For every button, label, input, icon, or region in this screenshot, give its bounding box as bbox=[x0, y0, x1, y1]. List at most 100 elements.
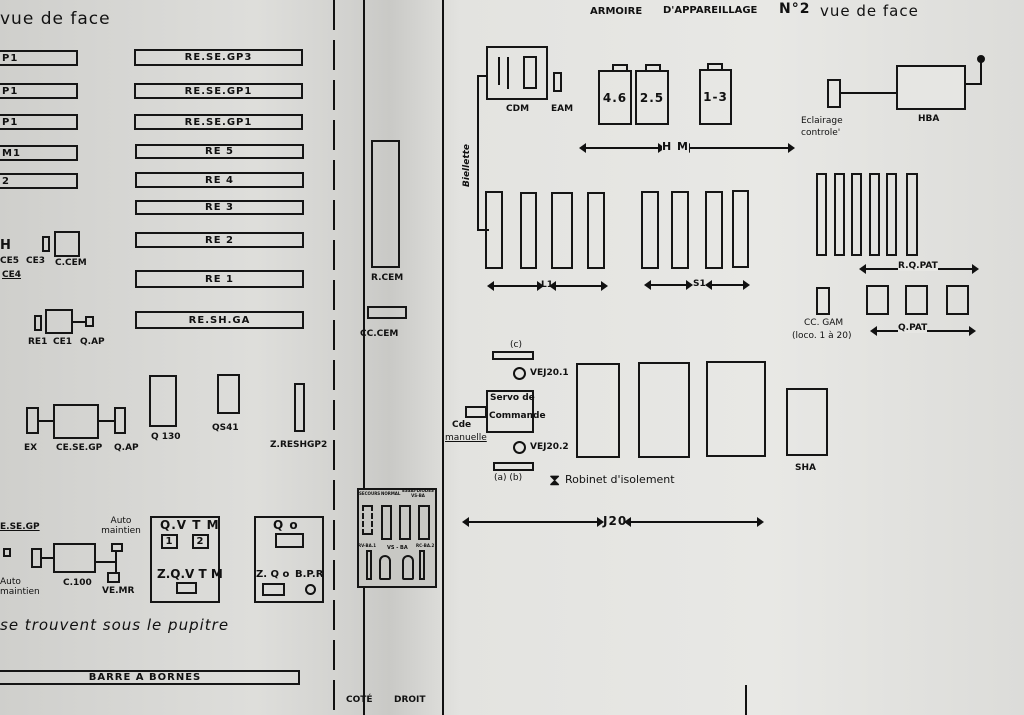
label-qap: Q.AP bbox=[80, 337, 105, 347]
c100-box bbox=[53, 543, 96, 573]
cdm-box bbox=[486, 46, 548, 100]
label-manuelle: manuelle bbox=[445, 433, 487, 443]
connector bbox=[39, 420, 54, 422]
title-armoire: ARMOIRE bbox=[590, 6, 643, 17]
connector bbox=[115, 550, 117, 572]
s1-contactor bbox=[732, 190, 749, 268]
zqvtm-box bbox=[176, 582, 197, 594]
auto-maintien-box bbox=[111, 543, 123, 552]
bar-re-se-gp1: RE.SE.GP1 bbox=[134, 83, 303, 99]
qpat-box bbox=[866, 285, 889, 315]
switch-secours bbox=[362, 505, 373, 535]
valve-icon bbox=[513, 367, 526, 380]
label-qvtm: Q.V T M bbox=[160, 518, 220, 532]
s1-contactor bbox=[641, 191, 659, 269]
tick-mark bbox=[745, 685, 747, 715]
divider bbox=[363, 0, 365, 715]
connector bbox=[73, 321, 85, 323]
label-vej202: VEJ20.2 bbox=[530, 442, 569, 452]
dashed-divider bbox=[333, 0, 335, 715]
label-bpr: B.P.R bbox=[295, 569, 324, 580]
re1-box bbox=[34, 315, 42, 331]
title-vue-de-face: vue de face bbox=[820, 2, 919, 20]
switch-essai bbox=[418, 505, 430, 540]
hba-lever bbox=[980, 60, 982, 85]
qs41-box bbox=[217, 374, 240, 414]
connector bbox=[99, 420, 114, 422]
j20-contactor bbox=[638, 362, 690, 458]
hba-box bbox=[896, 65, 966, 110]
switch-vs-ba bbox=[399, 505, 411, 540]
label-cccem: CC.CEM bbox=[360, 329, 399, 339]
label-qo: Q o bbox=[273, 518, 299, 532]
label-servo-2: Commande bbox=[489, 411, 546, 421]
diode-icon bbox=[402, 555, 414, 580]
servo-box bbox=[486, 390, 534, 433]
label-sha: SHA bbox=[795, 463, 816, 473]
zreshgp2-box bbox=[294, 383, 305, 432]
label-normal: NORMAL bbox=[381, 491, 401, 496]
partial-bar: P1 bbox=[0, 83, 78, 99]
qo-box bbox=[275, 533, 304, 548]
component-box bbox=[31, 548, 42, 568]
valve-bar-ab bbox=[493, 462, 534, 471]
s1-contactor bbox=[671, 191, 689, 269]
bar-re-se-gp3: RE.SE.GP3 bbox=[134, 49, 303, 66]
vemr-box bbox=[107, 572, 120, 583]
label-droit: DROIT bbox=[394, 695, 426, 705]
label-eam: EAM bbox=[551, 104, 574, 114]
divider bbox=[442, 0, 444, 715]
cdm-box-inner bbox=[523, 56, 537, 89]
note-text: se trouvent sous le pupitre bbox=[0, 616, 230, 634]
j20-arrow bbox=[462, 517, 604, 527]
label-rcem: R.CEM bbox=[371, 273, 404, 283]
hm-cap bbox=[645, 64, 661, 72]
label-cdm: CDM bbox=[506, 104, 530, 114]
s1-contactor bbox=[705, 191, 723, 269]
label-auto-maintien: Auto maintien bbox=[0, 577, 40, 597]
component-box bbox=[42, 236, 50, 252]
rqpat-relay bbox=[816, 173, 827, 256]
title-number: N°2 bbox=[779, 1, 811, 17]
valve-bar-c bbox=[492, 351, 534, 360]
s1-arrow bbox=[644, 280, 693, 290]
q130-box bbox=[149, 375, 177, 427]
label-ce-se-gp: CE.SE.GP bbox=[56, 443, 103, 453]
bar-re-sh-ga: RE.SH.GA bbox=[135, 311, 304, 329]
valve-icon bbox=[513, 441, 526, 454]
label-j20: J20 bbox=[603, 514, 628, 528]
label-servo-1: Servo de bbox=[490, 393, 535, 403]
qap-box bbox=[114, 407, 126, 434]
qvtm-2-box: 2 bbox=[192, 534, 209, 549]
partial-bar: M1 bbox=[0, 145, 78, 161]
bar-re3: RE 3 bbox=[135, 200, 304, 215]
biellette-rod bbox=[477, 229, 489, 231]
component-box bbox=[3, 548, 11, 557]
fuse-box bbox=[419, 550, 425, 580]
bar-re4: RE 4 bbox=[135, 172, 304, 188]
title-appareillage: D'APPAREILLAGE bbox=[663, 5, 758, 16]
label-loco: (loco. 1 à 20) bbox=[792, 331, 852, 341]
label-controle: controle' bbox=[801, 128, 841, 138]
label-ce3: CE3 bbox=[26, 256, 46, 266]
j20-contactor bbox=[706, 361, 766, 457]
l1-contactor bbox=[485, 191, 503, 269]
qvtm-1-box: 1 bbox=[161, 534, 178, 549]
rqpat-relay bbox=[834, 173, 845, 256]
label-essai-diodes: ESSAI-DIODES VS-BA bbox=[402, 488, 434, 498]
j20-contactor bbox=[576, 363, 620, 458]
label-hm: H M bbox=[662, 140, 689, 153]
label-zqo: Z. Q o bbox=[256, 569, 290, 580]
qvtm-panel bbox=[150, 516, 220, 603]
rqpat-relay bbox=[869, 173, 880, 256]
label-secours: SECOURS bbox=[359, 491, 381, 496]
label-l1: L1 bbox=[541, 280, 553, 290]
qpat-box bbox=[905, 285, 928, 315]
hm-box-4-6: 4.6 bbox=[598, 70, 632, 125]
label-rv-ba1: RV-BA.1 bbox=[358, 543, 377, 548]
fuse-box bbox=[366, 550, 372, 580]
connector bbox=[42, 557, 54, 559]
cdm-bar bbox=[507, 57, 509, 89]
bar-re1: RE 1 bbox=[135, 270, 304, 288]
biellette-rod bbox=[477, 75, 479, 231]
